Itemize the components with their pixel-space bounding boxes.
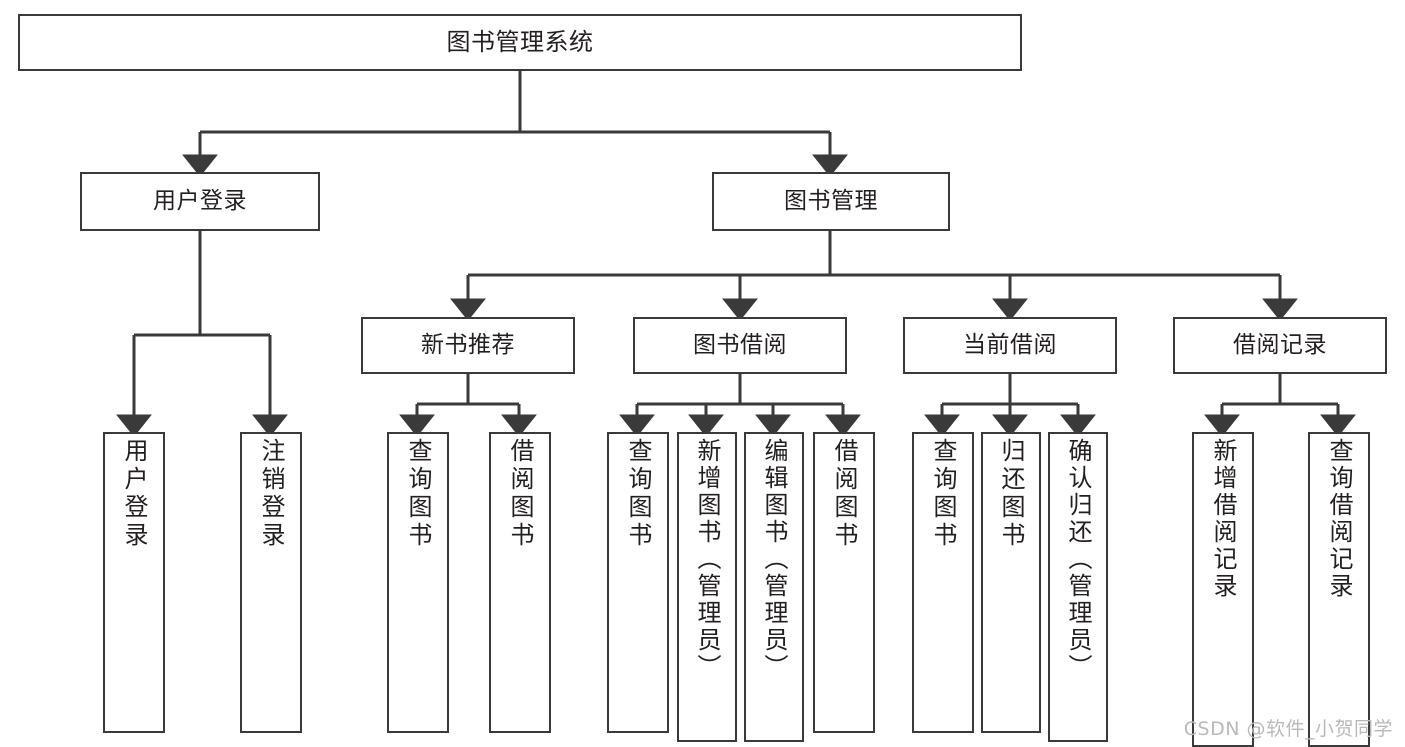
node-label: 用户登录 [120,438,148,550]
node-label: 查询图书 [929,438,957,550]
node-label: 注销登录 [257,438,285,550]
node-label: 图书管理系统 [446,27,594,56]
node-label: 查询图书 [404,438,432,550]
leaf-borrow-edit-book-admin[interactable]: 编辑图书（管理员） [744,432,804,742]
node-label: 归还图书 [997,438,1025,550]
leaf-current-return-book[interactable]: 归还图书 [981,432,1041,733]
node-new-book-recommend[interactable]: 新书推荐 [361,317,575,374]
node-label: 当前借阅 [963,332,1057,359]
node-label: 图书管理 [784,188,878,215]
leaf-recommend-query-book[interactable]: 查询图书 [387,432,449,733]
node-label: 确认归还（管理员） [1064,438,1092,681]
leaf-borrow-add-book-admin[interactable]: 新增图书（管理员） [677,432,737,742]
leaf-current-query-book[interactable]: 查询图书 [912,432,974,733]
leaf-record-query-record[interactable]: 查询借阅记录 [1308,432,1370,747]
node-label: 新增图书（管理员） [693,438,721,681]
node-book-borrow[interactable]: 图书借阅 [633,317,847,374]
leaf-user-login-login[interactable]: 用户登录 [103,432,165,733]
leaf-recommend-borrow-book[interactable]: 借阅图书 [489,432,551,733]
node-book-management[interactable]: 图书管理 [712,172,950,231]
leaf-user-login-logout[interactable]: 注销登录 [240,432,302,733]
node-label: 图书借阅 [693,332,787,359]
leaf-current-confirm-return-admin[interactable]: 确认归还（管理员） [1048,432,1108,742]
node-label: 借阅图书 [506,438,534,550]
leaf-record-add-record[interactable]: 新增借阅记录 [1192,432,1254,747]
node-label: 查询借阅记录 [1325,438,1353,600]
node-user-login[interactable]: 用户登录 [80,172,320,231]
node-root-system[interactable]: 图书管理系统 [18,14,1022,71]
node-label: 新书推荐 [421,332,515,359]
node-label: 新增借阅记录 [1209,438,1237,600]
node-label: 借阅图书 [830,438,858,550]
node-label: 用户登录 [153,188,247,215]
node-borrow-record[interactable]: 借阅记录 [1173,317,1387,374]
node-current-borrow[interactable]: 当前借阅 [903,317,1117,374]
leaf-borrow-query-book[interactable]: 查询图书 [607,432,669,733]
node-label: 借阅记录 [1233,332,1327,359]
node-label: 查询图书 [624,438,652,550]
leaf-borrow-borrow-book[interactable]: 借阅图书 [813,432,875,733]
node-label: 编辑图书（管理员） [760,438,788,681]
